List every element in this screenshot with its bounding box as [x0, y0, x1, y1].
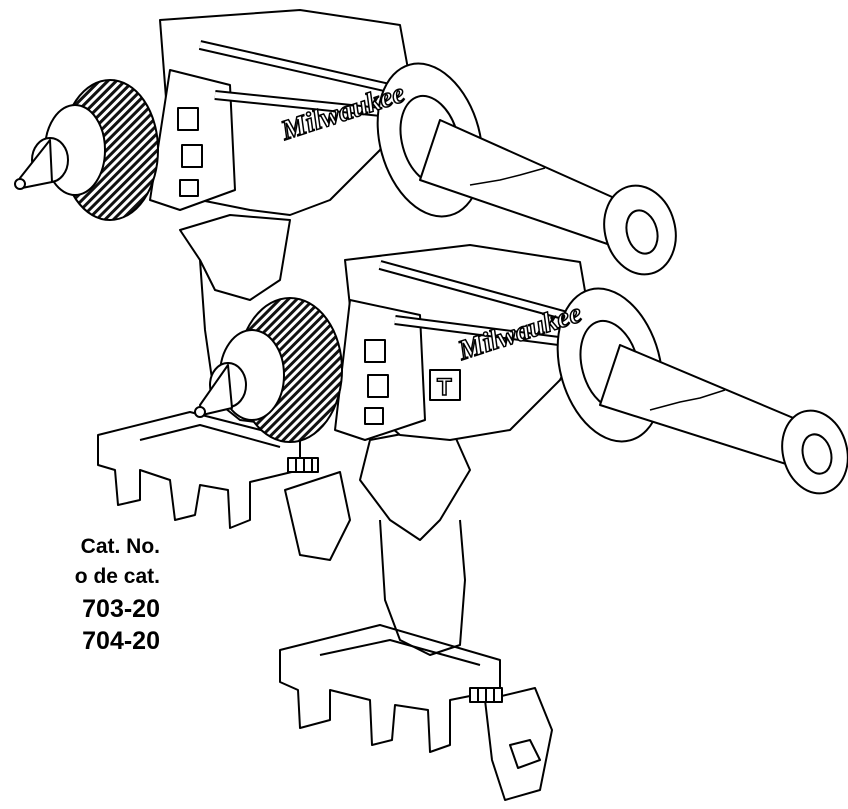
catalog-number-block: Cat. No. o de cat. 703-20 704-20 [0, 535, 170, 660]
drill-back [14, 9, 677, 561]
battery-base-front [279, 624, 501, 753]
cat-no-label-es: o de cat. [74, 565, 160, 588]
grip-front [359, 424, 471, 541]
model-number-1: 703-20 [82, 595, 160, 623]
model-number-2: 704-20 [82, 627, 160, 655]
cat-no-label: Cat. No. [80, 535, 160, 558]
grip-back [179, 214, 291, 301]
drill-front [194, 244, 848, 801]
torque-mark: T [437, 374, 452, 401]
